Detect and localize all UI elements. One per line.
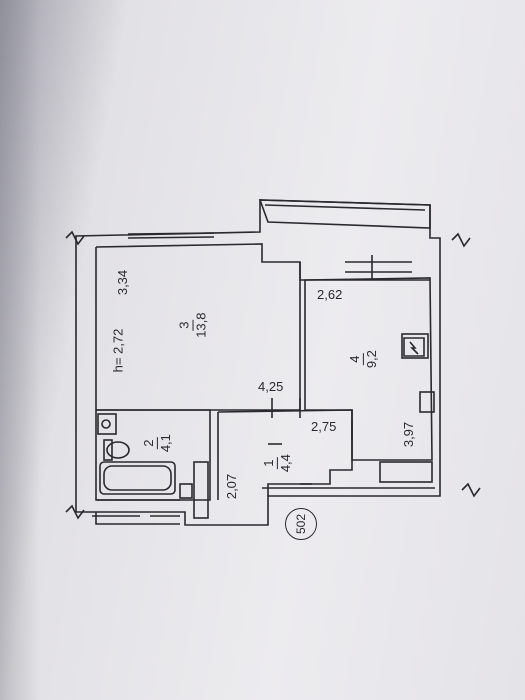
wall-break-right-bottom: [461, 482, 481, 498]
room-area: 9,2: [363, 350, 379, 369]
entry: [92, 512, 180, 525]
dim-room4-side: 3,97: [401, 421, 417, 448]
room2-walls: [96, 409, 211, 501]
room3-walls: [95, 243, 301, 411]
room-area: 4,4: [277, 454, 293, 473]
room-number: 3: [176, 319, 194, 331]
toilet: [106, 441, 130, 459]
outer-wall: [75, 199, 441, 526]
dim-room3-width: 4,25: [258, 379, 284, 394]
balcony: [258, 199, 431, 229]
room-2-label: 2 4,1: [140, 434, 173, 453]
apartment-number: 502: [294, 513, 308, 535]
wall-break-left-top: [65, 230, 85, 246]
electrical-icon: [403, 337, 425, 357]
window-room3: [127, 232, 215, 239]
dim-hall-depth: 2,07: [224, 473, 240, 500]
bathtub: [99, 461, 176, 495]
room1-walls: [217, 409, 353, 496]
apartment-number-stamp: 502: [285, 508, 317, 540]
room-number: 4: [346, 353, 364, 365]
room-1-label: 1 4,4: [260, 454, 293, 473]
room-area: 4,1: [157, 434, 173, 453]
room-area: 13,8: [193, 312, 209, 338]
hall-cabinet: [193, 461, 209, 519]
kitchen-unit: [401, 333, 429, 359]
wall-break-right-top: [451, 232, 471, 248]
ceiling-height: h= 2,72: [110, 328, 126, 373]
sink: [97, 413, 117, 435]
window-room4: [345, 255, 412, 280]
dim-hall-width: 2,75: [311, 419, 337, 434]
room-4-label: 4 9,2: [346, 350, 379, 369]
dim-room4-top: 2,62: [317, 287, 343, 302]
room-number: 1: [260, 457, 278, 469]
wall-break-left-bottom: [65, 504, 85, 520]
page-shadow: [0, 0, 40, 700]
room-3-label: 3 13,8: [176, 312, 209, 338]
dim-room3-depth: 3,34: [115, 269, 131, 296]
room-number: 2: [140, 437, 158, 449]
